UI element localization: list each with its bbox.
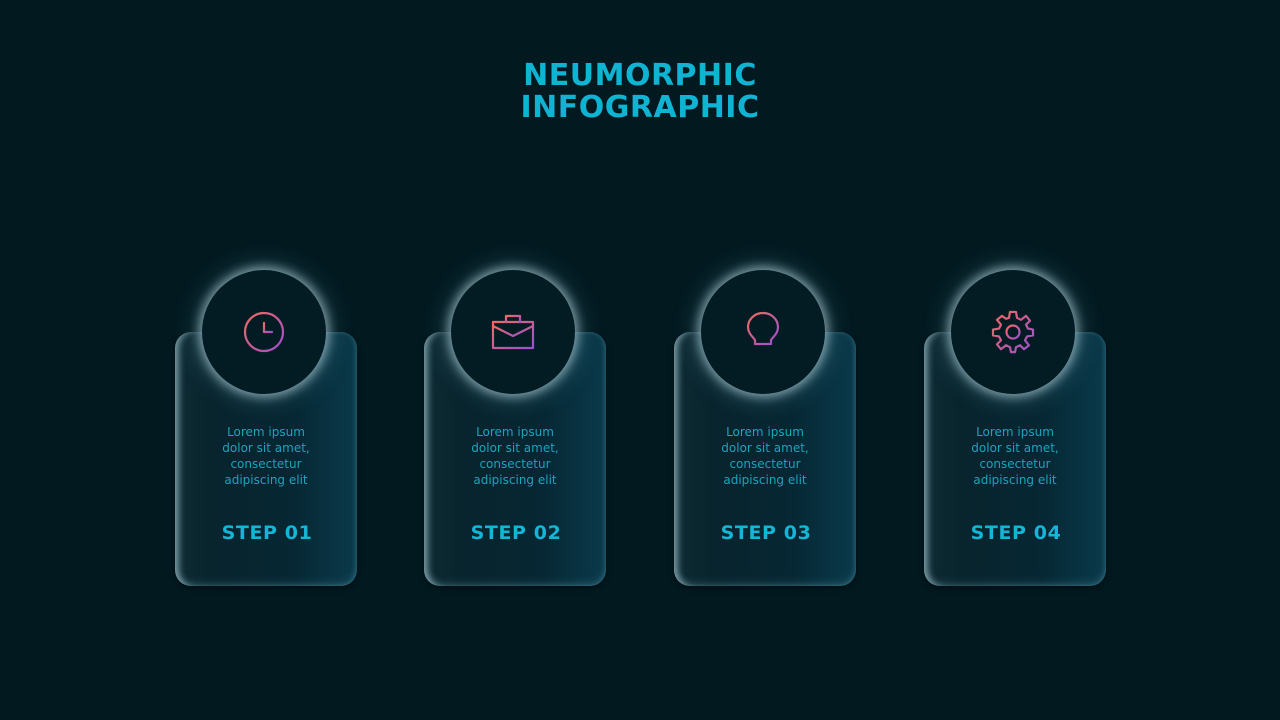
icon-circle — [202, 270, 326, 394]
page-title: NEUMORPHIC INFOGRAPHIC — [0, 60, 1280, 124]
briefcase-icon — [491, 310, 535, 354]
step-description: Lorem ipsum dolor sit amet, consectetur … — [471, 425, 559, 487]
title-line-2: INFOGRAPHIC — [520, 90, 760, 125]
step-card-2: Lorem ipsum dolor sit amet, consectetur … — [424, 266, 608, 588]
gear-icon — [991, 310, 1035, 354]
icon-circle — [951, 270, 1075, 394]
step-card-4: Lorem ipsum dolor sit amet, consectetur … — [924, 266, 1108, 588]
icon-circle — [451, 270, 575, 394]
step-description: Lorem ipsum dolor sit amet, consectetur … — [222, 425, 310, 487]
step-label: STEP 04 — [970, 522, 1062, 544]
title-line-1: NEUMORPHIC — [523, 58, 757, 93]
step-card-1: Lorem ipsum dolor sit amet, consectetur … — [175, 266, 359, 588]
step-label: STEP 03 — [720, 522, 812, 544]
step-label: STEP 02 — [470, 522, 562, 544]
step-card-3: Lorem ipsum dolor sit amet, consectetur … — [674, 266, 858, 588]
step-description: Lorem ipsum dolor sit amet, consectetur … — [721, 425, 809, 487]
step-description: Lorem ipsum dolor sit amet, consectetur … — [971, 425, 1059, 487]
icon-circle — [701, 270, 825, 394]
step-label: STEP 01 — [221, 522, 313, 544]
clock-icon — [242, 310, 286, 354]
lightbulb-icon — [741, 310, 785, 354]
